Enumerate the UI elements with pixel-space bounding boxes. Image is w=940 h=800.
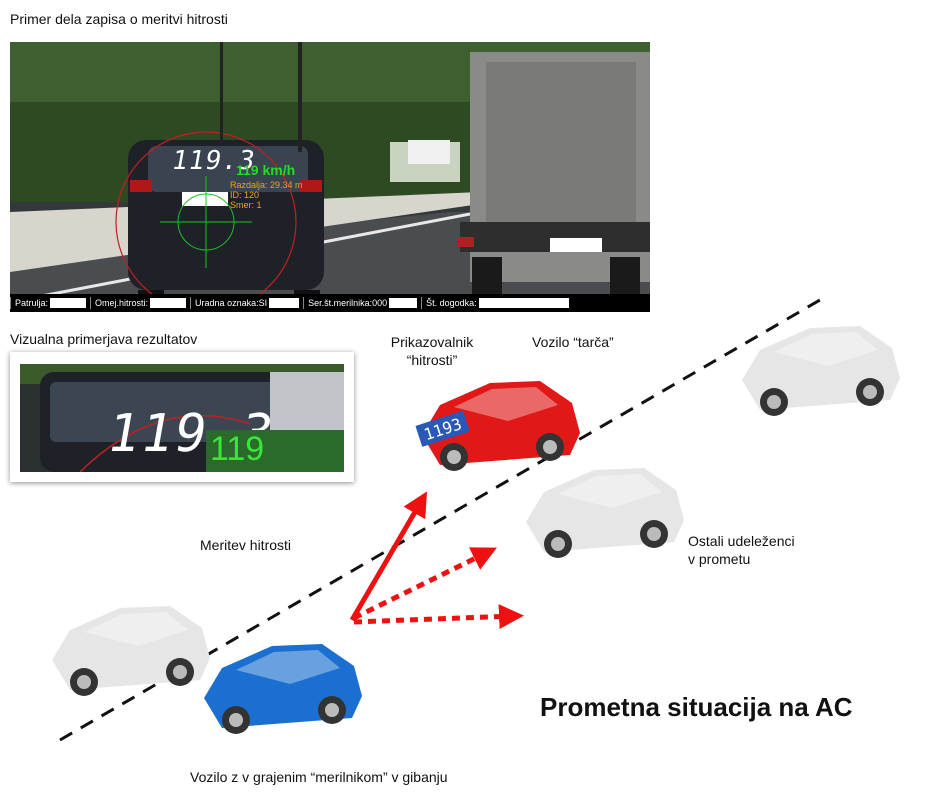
other-car [526,468,684,558]
status-event: Št. dogodka: [421,297,573,309]
arrow-dashed [353,604,524,630]
other-car [742,326,900,416]
status-official-mark: Uradna oznaka:SI [190,297,303,309]
others-label: Ostali udeleženci v prometu [688,533,795,567]
comparison-image: 119.3 119 km/h [20,364,344,472]
comparison-inset: 119.3 119 km/h [10,352,354,482]
target-label: Vozilo “tarča” [532,334,614,350]
status-label: Omej.hitrosti: [95,298,149,308]
status-bar: Patrulja: Omej.hitrosti: Uradna oznaka:S… [10,294,650,312]
redacted-box [50,298,87,308]
arrow-to-target [349,491,428,622]
hud-info-line: Razdalja: 29.34 m [230,180,303,190]
redacted-box [389,298,418,308]
diagram-title: Prometna situacija na AC [540,692,853,722]
inset-speed-kmh: 119 km/h [206,430,344,472]
status-label: Ser.št.merilnika:000 [308,298,388,308]
hud-speed-kmh: 119 km/h [236,162,296,178]
frame-caption: Primer dela zapisa o meritvi hitrosti [10,11,228,27]
redacted-box [150,298,187,308]
display-label: Prikazovalnik “hitrosti” [390,334,474,368]
hud-info-line: Smer: 1 [230,200,262,210]
hud-info-line: ID: 120 [230,190,260,200]
inset-caption: Vizualna primerjava rezultatov [10,331,198,347]
dashcam-frame: 119.3 119 km/h Razdalja: 29.34 m ID: 120… [10,42,650,312]
status-label: Uradna oznaka:SI [195,298,268,308]
arrow-dashed [352,547,497,621]
measuring-car [204,644,362,734]
status-label: Št. dogodka: [426,298,477,308]
status-patrol: Patrulja: [10,297,90,309]
other-car [52,606,210,696]
measuring-vehicle-label: Vozilo z v grajenim “merilnikom” v giban… [190,769,448,785]
dashcam-scene [10,42,650,312]
redacted-box [478,298,569,308]
status-label: Patrulja: [15,298,49,308]
hud-info: Razdalja: 29.34 m ID: 120 Smer: 1 [230,180,303,210]
measurement-label: Meritev hitrosti [200,537,292,553]
status-serial: Ser.št.merilnika:000 [303,297,421,309]
redacted-box [269,298,300,308]
status-speed-limit: Omej.hitrosti: [90,297,190,309]
